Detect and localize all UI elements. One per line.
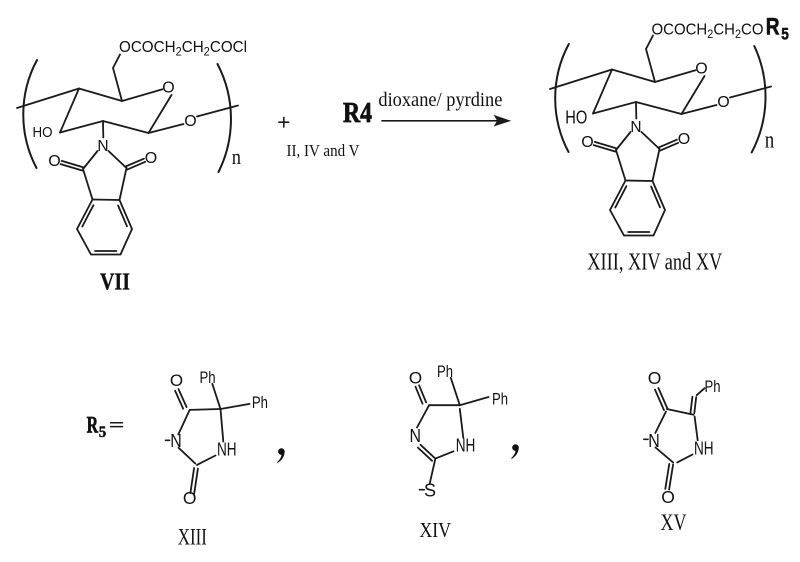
svg-text:Ph: Ph xyxy=(705,377,721,396)
svg-text:N: N xyxy=(170,431,182,451)
svg-text:N: N xyxy=(648,431,660,451)
svg-text:HO: HO xyxy=(565,107,587,128)
svg-text:HO: HO xyxy=(33,124,53,141)
svg-text:O: O xyxy=(409,369,422,388)
svg-text:XV: XV xyxy=(661,510,687,535)
svg-text:Ph: Ph xyxy=(437,362,453,381)
svg-text:XIII, XIV and XV: XIII, XIV and XV xyxy=(587,249,722,276)
svg-text:5: 5 xyxy=(781,25,789,44)
svg-text:O: O xyxy=(661,487,675,507)
svg-text:VII: VII xyxy=(100,270,130,296)
svg-text:OCOCH2CH2COCl: OCOCH2CH2COCl xyxy=(119,39,247,59)
svg-text:NH: NH xyxy=(217,440,237,460)
svg-text:Ph: Ph xyxy=(492,389,508,408)
svg-text:N: N xyxy=(409,426,421,446)
svg-text:NH: NH xyxy=(456,436,476,456)
svg-text:Ph: Ph xyxy=(252,393,268,412)
svg-text:NH: NH xyxy=(694,439,714,459)
svg-text:XIV: XIV xyxy=(420,518,452,542)
svg-text:O: O xyxy=(648,368,662,388)
svg-text:O: O xyxy=(183,488,197,508)
svg-text:R4: R4 xyxy=(343,97,372,129)
svg-text:R: R xyxy=(87,413,99,438)
svg-text:dioxane/ pyrdine: dioxane/ pyrdine xyxy=(378,89,502,111)
svg-text:R: R xyxy=(766,14,780,41)
svg-text:5: 5 xyxy=(99,424,107,441)
svg-text:II, IV and V: II, IV and V xyxy=(287,141,361,160)
svg-text:Ph: Ph xyxy=(200,368,216,387)
svg-text:S: S xyxy=(424,481,436,501)
svg-text:n: n xyxy=(765,127,775,153)
svg-text:O: O xyxy=(170,371,183,390)
svg-text:n: n xyxy=(232,144,241,169)
svg-text:XIII: XIII xyxy=(178,525,207,550)
